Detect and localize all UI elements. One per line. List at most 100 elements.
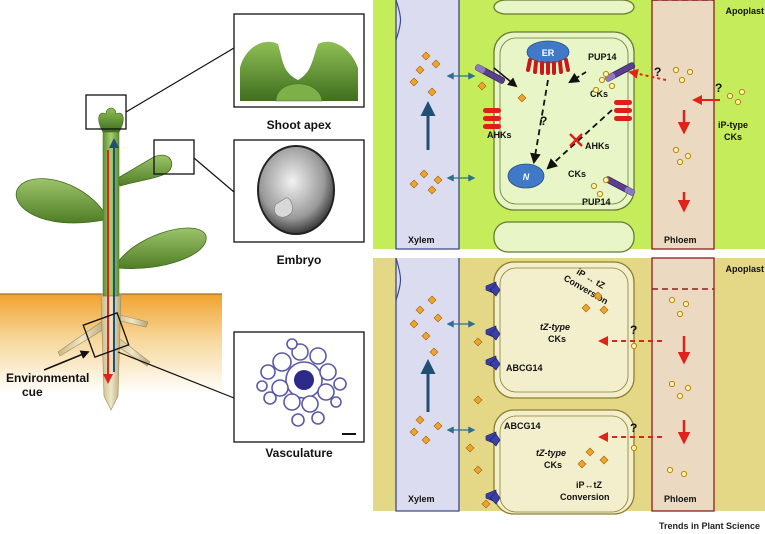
ahks-left-receptor bbox=[483, 108, 501, 129]
callout-bud-box bbox=[153, 139, 195, 175]
phloem-label-top: Phloem bbox=[664, 235, 697, 245]
tz-molecule-6 bbox=[433, 175, 443, 185]
pup14-lower-label: PUP14 bbox=[582, 197, 611, 207]
phloem-label-bottom: Phloem bbox=[664, 494, 697, 504]
abcg14-lower-label: ABCG14 bbox=[504, 421, 541, 431]
ip-molecule-9 bbox=[734, 98, 742, 106]
environmental-cue-label: Environmental bbox=[6, 371, 89, 385]
tz-molecule-24 bbox=[465, 443, 475, 453]
tz-molecule-22 bbox=[473, 395, 483, 405]
tz-molecule-10 bbox=[477, 81, 487, 91]
xylem-label-top: Xylem bbox=[408, 235, 435, 245]
phloem-column-bottom bbox=[651, 257, 715, 512]
plant-illustration: Environmental cue bbox=[0, 107, 222, 411]
ip-molecule-4 bbox=[672, 66, 680, 74]
tz-molecule-25 bbox=[593, 291, 603, 301]
vasculature-panel bbox=[233, 331, 365, 443]
ip-molecule-13 bbox=[590, 182, 598, 190]
tz-molecule-14 bbox=[421, 331, 431, 341]
tz-molecule-26 bbox=[599, 305, 609, 315]
callout-root-box bbox=[82, 312, 130, 358]
phloem-to-cell-arrow bbox=[628, 68, 667, 81]
tz-molecule-15 bbox=[409, 319, 419, 329]
tz-upper-label: tZ-type bbox=[540, 322, 570, 332]
ip-molecule-18 bbox=[676, 310, 684, 318]
ip-molecule-11 bbox=[684, 152, 692, 160]
environmental-cue-label-2: cue bbox=[22, 385, 43, 399]
tz-molecule-16 bbox=[429, 347, 439, 357]
ip-molecule-0 bbox=[598, 76, 606, 84]
ip-molecule-23 bbox=[630, 444, 638, 452]
ip-molecule-20 bbox=[684, 384, 692, 392]
bottom-panel: ? ? Apoplast Xylem Phloem iP ↔ tZ Conver… bbox=[373, 257, 765, 515]
nucleus bbox=[507, 163, 545, 189]
question-bottom-lower: ? bbox=[630, 421, 637, 435]
er-to-nucleus-arrow bbox=[530, 79, 549, 165]
tz-molecule-21 bbox=[473, 337, 483, 347]
tz-molecule-29 bbox=[599, 455, 609, 465]
tz-molecule-30 bbox=[577, 459, 587, 469]
tz-molecule-18 bbox=[433, 421, 443, 431]
environmental-cue-arrow bbox=[43, 350, 90, 371]
nucleus-label: N bbox=[523, 172, 530, 182]
leaf-right bbox=[117, 227, 207, 269]
ip-molecule-2 bbox=[592, 86, 600, 94]
ip-molecule-7 bbox=[726, 92, 734, 100]
ip-molecule-12 bbox=[676, 158, 684, 166]
ip-molecule-21 bbox=[676, 392, 684, 400]
question-ip: ? bbox=[715, 81, 722, 95]
branch-bud bbox=[117, 154, 173, 187]
tz-upper-label-2: CKs bbox=[548, 334, 566, 344]
question-phloem: ? bbox=[654, 65, 661, 79]
conversion-lower-label-2: Conversion bbox=[560, 492, 610, 502]
tz-molecule-13 bbox=[433, 313, 443, 323]
tz-molecule-31 bbox=[481, 499, 491, 509]
er-feedback-arrow bbox=[568, 71, 587, 84]
tz-molecule-7 bbox=[427, 185, 437, 195]
ahks-to-nucleus-arrow bbox=[546, 109, 613, 170]
ip-molecule-3 bbox=[602, 70, 610, 78]
tz-molecule-4 bbox=[409, 77, 419, 87]
apoplast-label-top: Apoplast bbox=[725, 6, 764, 16]
ip-molecule-14 bbox=[602, 176, 610, 184]
ip-type-label-2: CKs bbox=[724, 132, 742, 142]
pup14-lower-transporter bbox=[604, 176, 636, 196]
tz-molecule-20 bbox=[409, 427, 419, 437]
abcg14-upper-label: ABCG14 bbox=[506, 363, 543, 373]
tz-molecule-12 bbox=[415, 305, 425, 315]
cks-lower-label: CKs bbox=[568, 169, 586, 179]
tz-molecule-1 bbox=[431, 59, 441, 69]
inhibition-cross bbox=[569, 133, 583, 147]
ip-molecule-17 bbox=[682, 300, 690, 308]
tz-molecule-19 bbox=[421, 435, 431, 445]
ip-molecule-16 bbox=[668, 296, 676, 304]
er-label: ER bbox=[542, 48, 555, 58]
ip-molecule-6 bbox=[678, 76, 686, 84]
er-receptors bbox=[526, 58, 570, 75]
ip-molecule-22 bbox=[630, 342, 638, 350]
pup14-upper-label: PUP14 bbox=[588, 52, 617, 62]
tz-molecule-2 bbox=[415, 65, 425, 75]
tz-lower-label: tZ-type bbox=[536, 448, 566, 458]
apoplast-label-bottom: Apoplast bbox=[725, 264, 764, 274]
tz-molecule-27 bbox=[581, 303, 591, 313]
ip-type-label: iP-type bbox=[718, 120, 748, 130]
ahks-right-receptor bbox=[614, 100, 632, 121]
tz-molecule-28 bbox=[585, 447, 595, 457]
xylem-label-bottom: Xylem bbox=[408, 494, 435, 504]
ahks-right-label: AHKs bbox=[585, 141, 610, 151]
tz-molecule-8 bbox=[409, 179, 419, 189]
leaf-left bbox=[15, 178, 105, 224]
ip-molecule-10 bbox=[672, 146, 680, 154]
stem bbox=[102, 127, 120, 297]
ip-molecule-8 bbox=[738, 88, 746, 96]
ip-molecule-1 bbox=[608, 82, 616, 90]
tz-molecule-9 bbox=[517, 93, 527, 103]
shoot-apex-panel bbox=[233, 13, 365, 108]
ip-molecule-25 bbox=[680, 470, 688, 478]
tz-molecule-23 bbox=[473, 465, 483, 475]
ip-molecule-24 bbox=[666, 466, 674, 474]
embryo-label: Embryo bbox=[277, 253, 322, 267]
pup14-upper-transporter bbox=[604, 62, 636, 82]
